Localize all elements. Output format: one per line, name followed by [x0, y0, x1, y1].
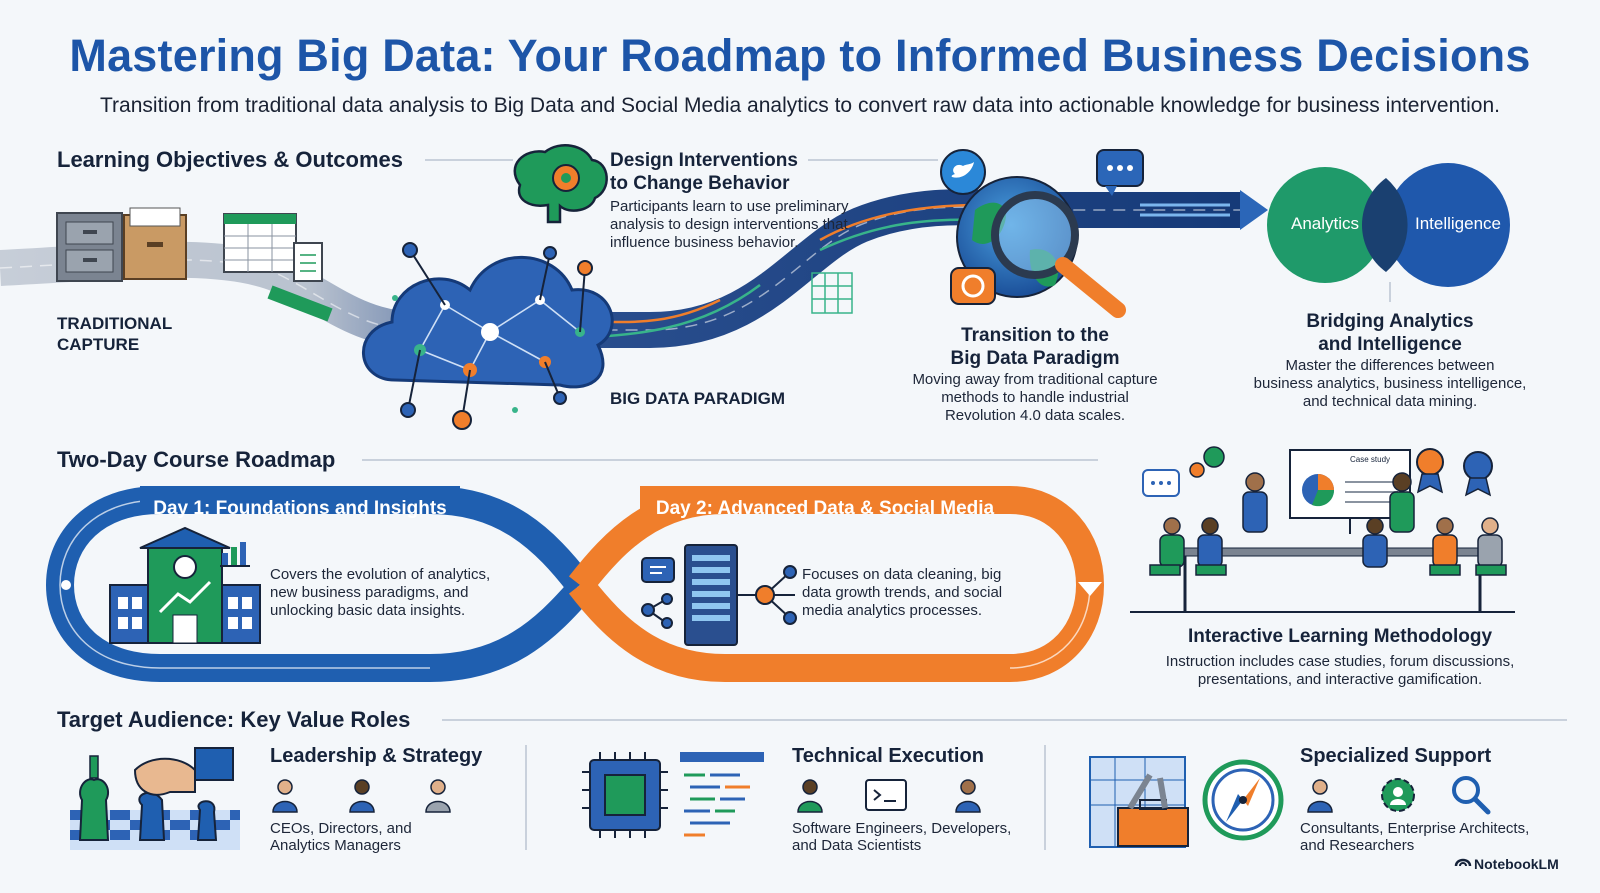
objectives-rule [425, 159, 513, 161]
bridging-text: Master the differences between business … [1253, 357, 1527, 410]
design-rule [808, 159, 938, 161]
notebooklm-logo [1454, 858, 1472, 867]
roadmap-section-title: Two-Day Course Roadmap [57, 447, 336, 472]
page-title: Mastering Big Data: Your Roadmap to Info… [69, 30, 1531, 81]
code-lines-icon [680, 752, 764, 837]
audience-rule [442, 719, 1567, 721]
big-data-paradigm-label: BIG DATA PARADIGM [610, 389, 786, 408]
terminal-icon [865, 779, 907, 811]
cloud-network-icon [362, 242, 614, 430]
venn-label-intelligence: Intelligence [1414, 214, 1501, 233]
roadmap-rule [362, 459, 1098, 461]
day2-label: Day 2: Advanced Data & Social Media [655, 498, 995, 519]
role-text-technical: Software Engineers, Developers, and Data… [792, 820, 1012, 854]
person-icon [797, 779, 981, 813]
objectives-section-title: Learning Objectives & Outcomes [57, 147, 403, 172]
role-title-technical: Technical Execution [792, 745, 984, 767]
bridging-title: Bridging Analytics and Intelligence [1306, 311, 1474, 355]
role-text-support: Consultants, Enterprise Architects, and … [1300, 820, 1530, 854]
person-icon [1307, 779, 1333, 813]
spreadsheet-icon [223, 213, 323, 282]
audience-section-title: Target Audience: Key Value Roles [57, 707, 411, 732]
classroom-scene-icon [1130, 446, 1515, 613]
design-interventions-title: Design Interventions to Change Behavior [610, 150, 798, 194]
day1-label: Day 1: Foundations and Insights [153, 498, 447, 519]
blueprint-toolbox-icon [1089, 756, 1189, 848]
page-subtitle: Transition from traditional data analysi… [100, 94, 1500, 117]
share-icon [641, 557, 675, 629]
gear-person-icon [1381, 778, 1415, 812]
role-text-leadership: CEOs, Directors, and Analytics Managers [270, 820, 412, 854]
role-title-leadership: Leadership & Strategy [270, 745, 483, 767]
compass-icon [1202, 759, 1284, 841]
magnifier-icon [1452, 776, 1491, 815]
cpu-chip-icon [582, 752, 668, 838]
venn-label-analytics: Analytics [1290, 214, 1360, 233]
bar-chart-icon [220, 542, 250, 567]
methodology-text: Instruction includes case studies, forum… [1165, 653, 1515, 688]
school-building-icon [109, 526, 261, 644]
transition-text: Moving away from traditional capture met… [912, 371, 1158, 424]
watermark-notebooklm: NotebookLM [1474, 856, 1559, 872]
brain-gear-icon [513, 144, 608, 224]
role-title-support: Specialized Support [1300, 745, 1492, 767]
chess-icon [70, 747, 240, 850]
transition-title: Transition to the Big Data Paradigm [950, 325, 1120, 369]
instagram-icon [950, 267, 996, 305]
day2-text: Focuses on data cleaning, big data growt… [802, 566, 1003, 619]
filing-cabinet-icon [56, 207, 187, 282]
case-study-board-label: Case study [1350, 455, 1391, 464]
chat-bubble-icon [1096, 149, 1144, 196]
person-icon [272, 779, 451, 813]
design-interventions-text: Participants learn to use preliminary an… [610, 198, 849, 251]
server-rack-icon [684, 544, 797, 646]
methodology-title: Interactive Learning Methodology [1187, 626, 1493, 647]
traditional-capture-label: TRADITIONAL CAPTURE [57, 314, 173, 354]
twitter-icon [940, 149, 986, 195]
analytics-intelligence-venn [1267, 163, 1510, 302]
day1-text: Covers the evolution of analytics, new b… [270, 566, 491, 619]
roadmap-loop [45, 486, 1105, 682]
